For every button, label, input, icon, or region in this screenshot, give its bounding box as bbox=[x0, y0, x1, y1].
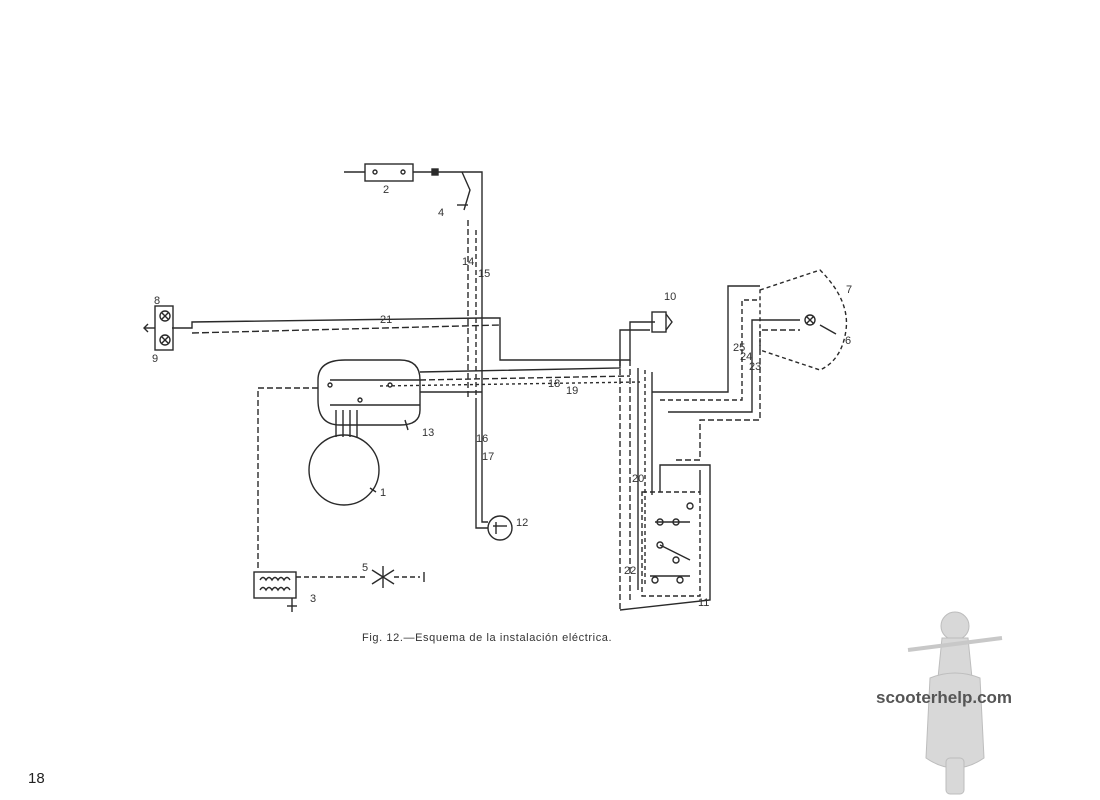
component-7-headlamp bbox=[759, 269, 848, 371]
wire-18-19 bbox=[379, 321, 655, 387]
label-2: 2 bbox=[383, 184, 389, 196]
watermark-text: scooterhelp.com bbox=[876, 688, 1013, 707]
label-3: 3 bbox=[310, 593, 316, 605]
label-16: 16 bbox=[476, 433, 488, 445]
label-6: 6 bbox=[845, 335, 851, 347]
component-2-connector bbox=[344, 163, 462, 182]
label-14: 14 bbox=[462, 256, 474, 268]
component-5-spark-plug bbox=[371, 566, 425, 588]
label-21: 21 bbox=[380, 314, 392, 326]
label-20: 20 bbox=[632, 473, 644, 485]
label-18: 18 bbox=[548, 378, 560, 390]
component-8-9-lamps bbox=[143, 305, 174, 351]
wire-16-17 bbox=[475, 400, 488, 529]
component-11-switch-box bbox=[619, 464, 711, 611]
component-3-coil bbox=[253, 571, 365, 612]
component-12-stop-switch bbox=[487, 515, 513, 541]
label-22: 22 bbox=[624, 565, 636, 577]
label-8: 8 bbox=[154, 295, 160, 307]
label-25: 25 bbox=[733, 342, 745, 354]
label-17: 17 bbox=[482, 451, 494, 463]
wire-14-15 bbox=[467, 220, 483, 400]
label-12: 12 bbox=[516, 517, 528, 529]
label-4: 4 bbox=[438, 207, 444, 219]
label-15: 15 bbox=[478, 268, 490, 280]
component-1-magneto bbox=[308, 410, 380, 506]
figure-caption: Fig. 12.—Esquema de la instalación eléct… bbox=[362, 632, 613, 644]
component-13-regulator bbox=[317, 359, 421, 431]
wire-20-22 bbox=[619, 360, 653, 610]
label-13: 13 bbox=[422, 427, 434, 439]
wire-23-24-25 bbox=[652, 285, 800, 461]
label-7: 7 bbox=[846, 284, 852, 296]
label-11: 11 bbox=[698, 597, 709, 609]
label-9: 9 bbox=[152, 353, 158, 365]
label-23: 23 bbox=[749, 361, 761, 373]
label-5: 5 bbox=[362, 562, 368, 574]
wire-21 bbox=[172, 317, 501, 340]
label-10: 10 bbox=[664, 291, 676, 303]
scooter-watermark-icon bbox=[907, 611, 1003, 795]
page-number: 18 bbox=[28, 770, 45, 787]
label-1: 1 bbox=[380, 487, 386, 499]
wire-coil bbox=[257, 387, 482, 570]
label-19: 19 bbox=[566, 385, 578, 397]
component-10-horn bbox=[651, 311, 673, 333]
component-4-switch bbox=[457, 171, 483, 230]
label-24: 24 bbox=[740, 351, 752, 363]
